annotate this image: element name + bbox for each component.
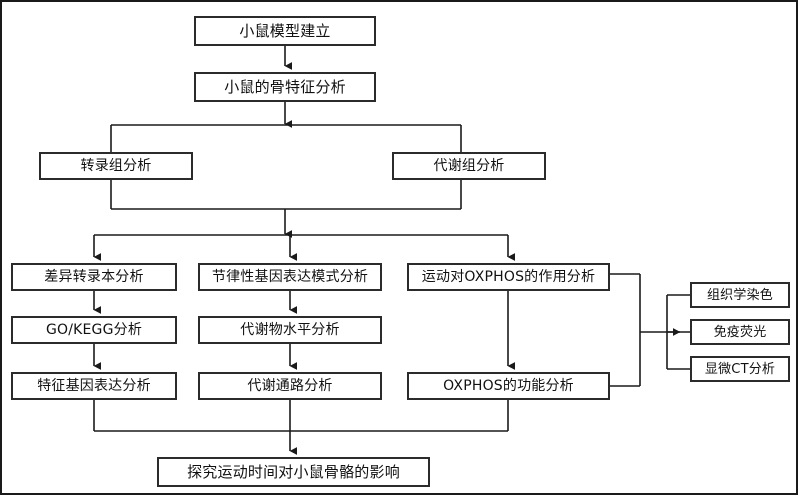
node-label-signature-gene: 特征基因表达分析 [37,378,151,394]
node-histology[interactable]: 组织学染色 [690,282,790,308]
node-micro-ct[interactable]: 显微CT分析 [690,356,790,382]
node-label-metabolome: 代谢组分析 [433,158,505,174]
node-label-transcriptome: 转录组分析 [80,158,152,174]
node-oxphos-function[interactable]: OXPHOS的功能分析 [407,372,610,400]
node-metabolic-pathway[interactable]: 代谢通路分析 [198,372,382,400]
node-label-oxphos-function: OXPHOS的功能分析 [443,378,574,394]
node-diff-transcript[interactable]: 差异转录本分析 [11,263,177,291]
node-model[interactable]: 小鼠模型建立 [194,16,376,46]
node-label-bone-feature: 小鼠的骨特征分析 [224,77,346,96]
node-go-kegg[interactable]: GO/KEGG分析 [11,316,177,344]
node-label-exercise-oxphos: 运动对OXPHOS的作用分析 [421,269,596,285]
node-bone-feature[interactable]: 小鼠的骨特征分析 [194,72,376,102]
node-label-conclusion: 探究运动时间对小鼠骨骼的影响 [187,462,400,481]
node-label-micro-ct: 显微CT分析 [704,361,776,377]
node-label-metabolic-pathway: 代谢通路分析 [247,378,333,394]
node-label-histology: 组织学染色 [706,287,773,303]
node-signature-gene[interactable]: 特征基因表达分析 [11,372,177,400]
node-label-diff-transcript: 差异转录本分析 [44,269,144,285]
node-immunofluorescence[interactable]: 免疫荧光 [690,319,790,345]
node-rhythmic-gene[interactable]: 节律性基因表达模式分析 [198,263,382,291]
node-label-immunofluorescence: 免疫荧光 [713,324,767,340]
node-transcriptome[interactable]: 转录组分析 [39,152,193,180]
node-conclusion[interactable]: 探究运动时间对小鼠骨骼的影响 [157,457,430,487]
node-label-rhythmic-gene: 节律性基因表达模式分析 [211,269,369,285]
node-label-metabolite-level: 代谢物水平分析 [240,322,340,338]
node-metabolome[interactable]: 代谢组分析 [392,152,546,180]
node-label-go-kegg: GO/KEGG分析 [45,322,143,338]
node-metabolite-level[interactable]: 代谢物水平分析 [198,316,382,344]
node-label-model: 小鼠模型建立 [239,21,331,40]
node-exercise-oxphos[interactable]: 运动对OXPHOS的作用分析 [407,263,610,291]
